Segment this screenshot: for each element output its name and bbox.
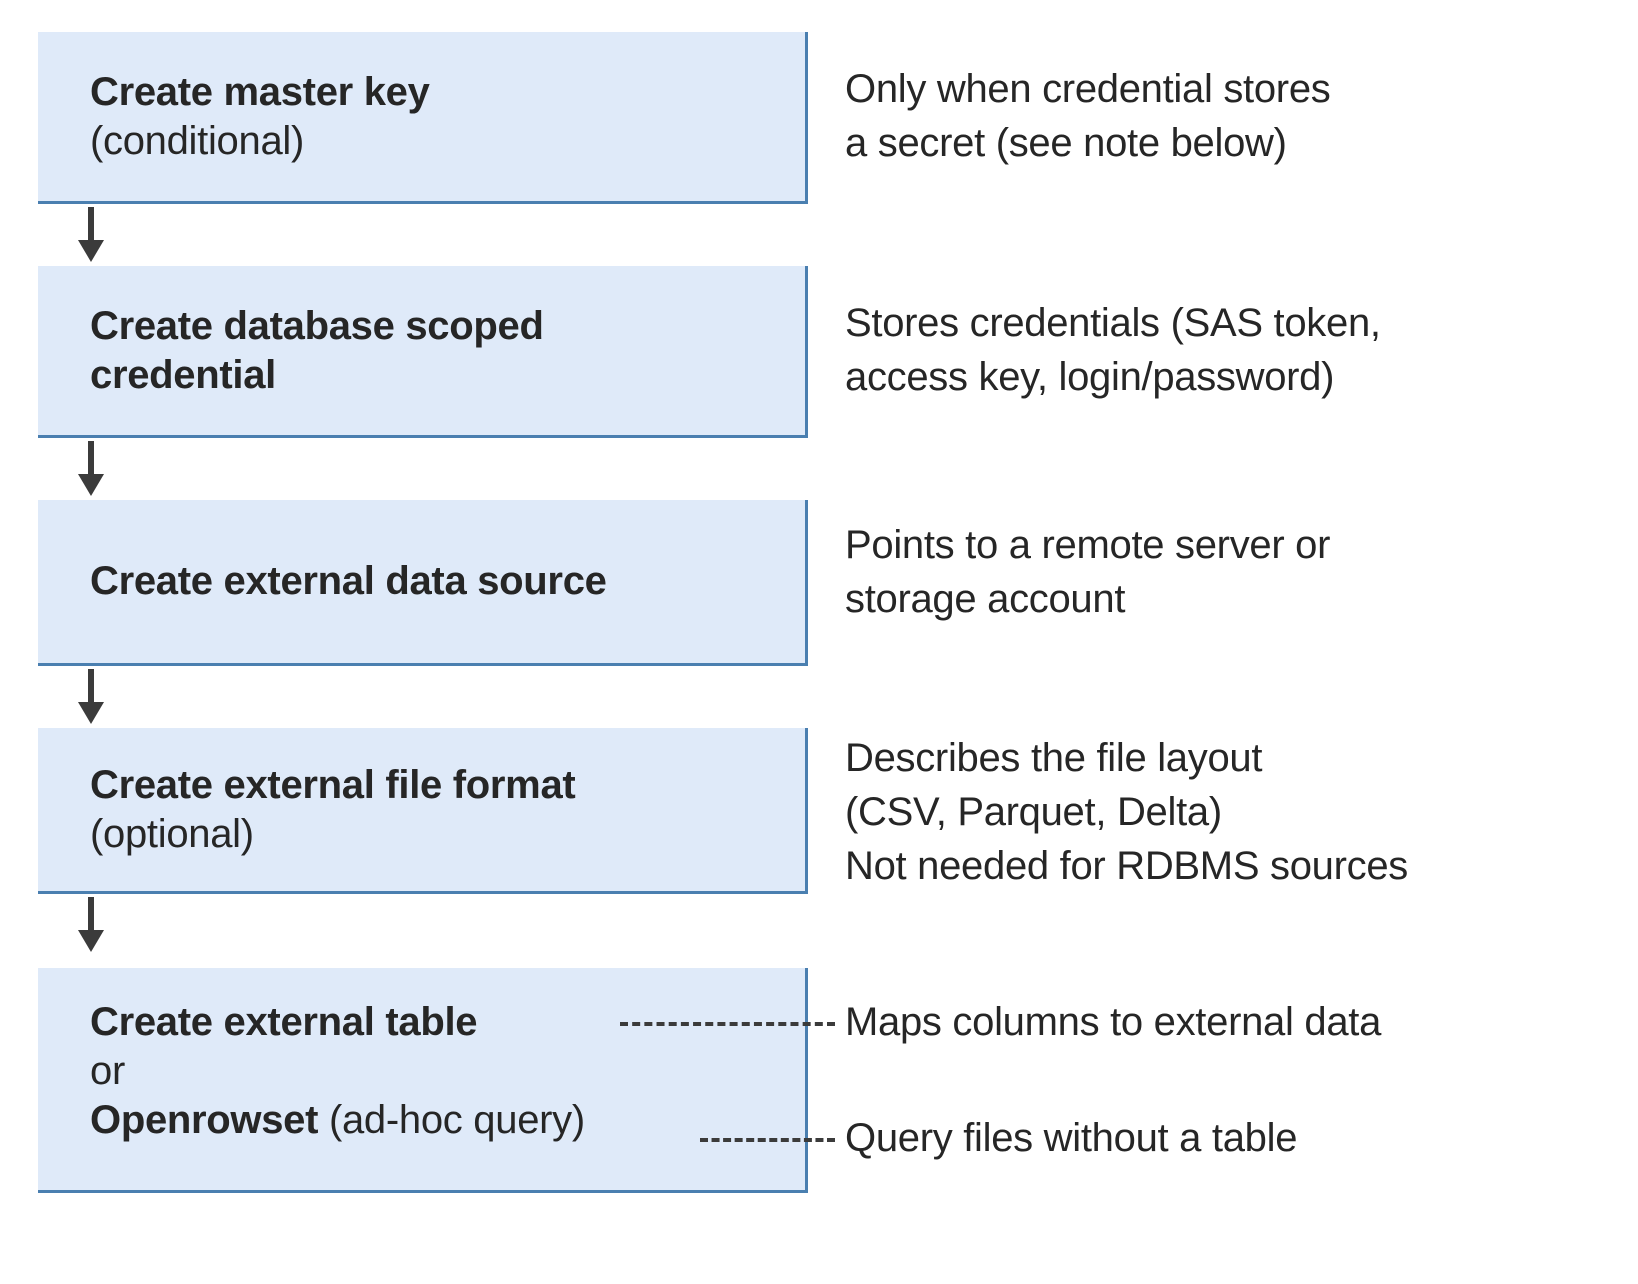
annotation-create-external-table: Maps columns to external data	[845, 995, 1381, 1049]
dashed-connector-openrowset	[700, 1138, 835, 1142]
annotation-line: Not needed for RDBMS sources	[845, 844, 1408, 888]
annotation-line: Maps columns to external data	[845, 1000, 1382, 1044]
annotation-create-master-key: Only when credential stores a secret (se…	[845, 62, 1331, 170]
step-or-label: or	[90, 1048, 125, 1093]
step-title-create-master-key: Create master key	[90, 69, 430, 114]
annotation-line: Points to a remote server or	[845, 523, 1331, 567]
annotation-line: Describes the file layout	[845, 736, 1263, 780]
step-subtitle-create-master-key: (conditional)	[90, 118, 304, 163]
step-subtitle-create-external-file-format: (optional)	[90, 811, 254, 856]
annotation-openrowset: Query files without a table	[845, 1111, 1297, 1165]
annotation-create-external-data-source: Points to a remote server or storage acc…	[845, 518, 1330, 626]
annotation-line: access key, login/password)	[845, 355, 1335, 399]
annotation-line: Stores credentials (SAS token,	[845, 301, 1381, 345]
dashed-connector-external-table	[620, 1022, 835, 1026]
arrow-down-icon-2	[78, 441, 104, 496]
step-box-create-external-file-format: Create external file format (optional)	[38, 728, 808, 894]
arrow-down-icon-4	[78, 897, 104, 952]
step-title-create-external-table: Create external table	[90, 1000, 478, 1044]
annotation-line: Query files without a table	[845, 1116, 1298, 1160]
arrow-down-icon-1	[78, 207, 104, 262]
openrowset-label: Openrowset	[90, 1097, 319, 1142]
annotation-line: Only when credential stores	[845, 67, 1331, 111]
step-title-create-external-data-source: Create external data source	[90, 559, 607, 604]
openrowset-suffix: (ad-hoc query)	[318, 1097, 585, 1142]
step-box-create-external-table-or-openrowset: Create external table or Openrowset (ad-…	[38, 968, 808, 1193]
step-box-create-master-key: Create master key (conditional)	[38, 32, 808, 204]
step-title-create-external-file-format: Create external file format	[90, 762, 576, 807]
step-title-line2: credential	[90, 352, 276, 397]
step-title-line1: Create database scoped	[90, 303, 544, 348]
arrow-down-icon-3	[78, 669, 104, 724]
annotation-line: a secret (see note below)	[845, 121, 1287, 165]
annotation-line: storage account	[845, 577, 1126, 621]
annotation-line: (CSV, Parquet, Delta)	[845, 790, 1222, 834]
annotation-create-external-file-format: Describes the file layout (CSV, Parquet,…	[845, 731, 1408, 893]
step-title-openrowset: Openrowset (ad-hoc query)	[38, 1096, 805, 1145]
step-box-create-database-scoped-credential: Create database scoped credential	[38, 266, 808, 438]
annotation-create-database-scoped-credential: Stores credentials (SAS token, access ke…	[845, 296, 1381, 404]
step-box-create-external-data-source: Create external data source	[38, 500, 808, 666]
